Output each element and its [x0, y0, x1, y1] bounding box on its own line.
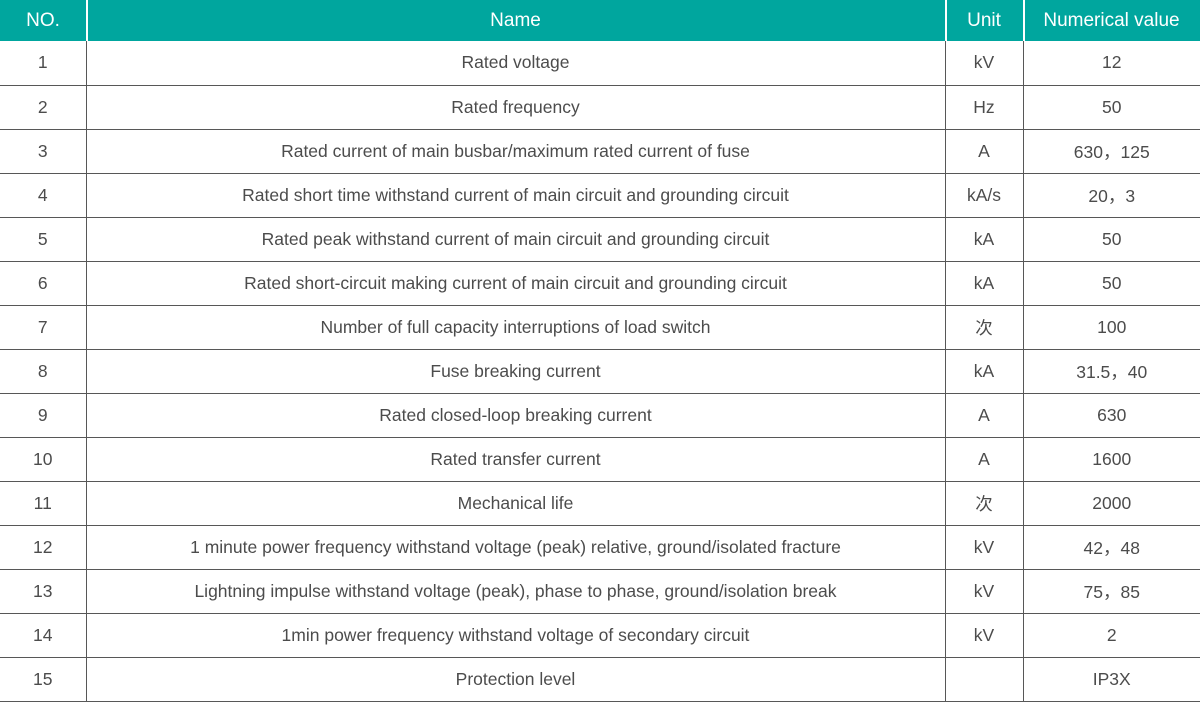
cell-name: Rated current of main busbar/maximum rat…: [86, 128, 946, 174]
cell-unit: [945, 656, 1024, 702]
cell-value: 20，3: [1023, 172, 1200, 218]
column-header-value: Numerical value: [1023, 0, 1200, 41]
cell-value: 1600: [1023, 436, 1200, 482]
cell-unit: kV: [945, 524, 1024, 570]
cell-unit: kV: [945, 568, 1024, 614]
cell-value: 2: [1023, 612, 1200, 658]
cell-name: Mechanical life: [86, 480, 946, 526]
cell-name: Rated short time withstand current of ma…: [86, 172, 946, 218]
cell-no: 10: [0, 436, 87, 482]
cell-name: Rated short-circuit making current of ma…: [86, 260, 946, 306]
cell-value: 630: [1023, 392, 1200, 438]
cell-no: 6: [0, 260, 87, 306]
cell-unit: kA: [945, 348, 1024, 394]
cell-unit: kA: [945, 216, 1024, 262]
cell-unit: 次: [945, 480, 1024, 526]
cell-value: 50: [1023, 84, 1200, 130]
cell-no: 5: [0, 216, 87, 262]
cell-no: 12: [0, 524, 87, 570]
cell-unit: 次: [945, 304, 1024, 350]
cell-name: Fuse breaking current: [86, 348, 946, 394]
cell-unit: kA/s: [945, 172, 1024, 218]
cell-value: 100: [1023, 304, 1200, 350]
column-header-name: Name: [86, 0, 945, 41]
cell-no: 15: [0, 656, 87, 702]
cell-unit: A: [945, 392, 1024, 438]
cell-no: 1: [0, 41, 87, 86]
cell-no: 13: [0, 568, 87, 614]
cell-no: 4: [0, 172, 87, 218]
cell-unit: kV: [945, 41, 1024, 86]
cell-name: Rated transfer current: [86, 436, 946, 482]
cell-value: 50: [1023, 260, 1200, 306]
cell-unit: A: [945, 436, 1024, 482]
cell-value: 75，85: [1023, 568, 1200, 614]
cell-name: Rated frequency: [86, 84, 946, 130]
cell-no: 9: [0, 392, 87, 438]
cell-name: Lightning impulse withstand voltage (pea…: [86, 568, 946, 614]
table-header-row: NO. Name Unit Numerical value: [0, 0, 1200, 41]
cell-value: 630，125: [1023, 128, 1200, 174]
cell-name: 1min power frequency withstand voltage o…: [86, 612, 946, 658]
cell-no: 14: [0, 612, 87, 658]
cell-unit: Hz: [945, 84, 1024, 130]
cell-name: Rated peak withstand current of main cir…: [86, 216, 946, 262]
table-header: NO. Name Unit Numerical value: [0, 0, 1200, 41]
cell-value: 12: [1023, 41, 1200, 86]
cell-value: 31.5，40: [1023, 348, 1200, 394]
cell-no: 11: [0, 480, 87, 526]
cell-unit: kA: [945, 260, 1024, 306]
cell-name: Protection level: [86, 656, 946, 702]
cell-no: 8: [0, 348, 87, 394]
cell-no: 3: [0, 128, 87, 174]
column-header-unit: Unit: [945, 0, 1023, 41]
cell-unit: A: [945, 128, 1024, 174]
cell-no: 2: [0, 84, 87, 130]
cell-value: 50: [1023, 216, 1200, 262]
cell-value: IP3X: [1023, 656, 1200, 702]
cell-value: 2000: [1023, 480, 1200, 526]
cell-name: Number of full capacity interruptions of…: [86, 304, 946, 350]
cell-name: Rated closed-loop breaking current: [86, 392, 946, 438]
cell-unit: kV: [945, 612, 1024, 658]
column-header-no: NO.: [0, 0, 86, 41]
cell-name: Rated voltage: [86, 41, 946, 86]
cell-name: 1 minute power frequency withstand volta…: [86, 524, 946, 570]
cell-value: 42，48: [1023, 524, 1200, 570]
cell-no: 7: [0, 304, 87, 350]
